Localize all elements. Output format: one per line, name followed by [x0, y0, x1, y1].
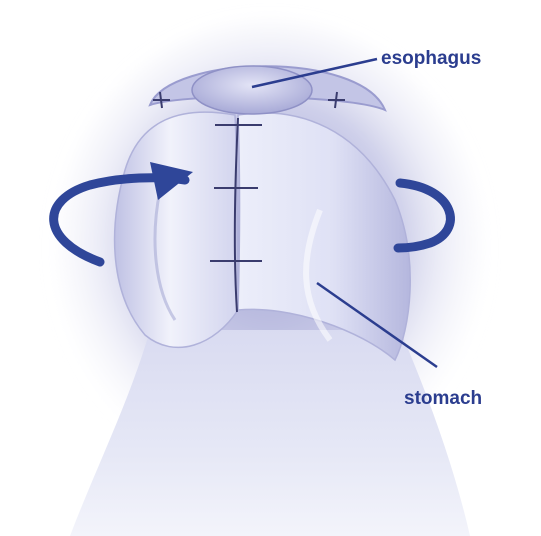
esophagus-opening [192, 66, 312, 114]
esophagus-label: esophagus [381, 48, 481, 69]
stomach-label: stomach [404, 388, 482, 409]
